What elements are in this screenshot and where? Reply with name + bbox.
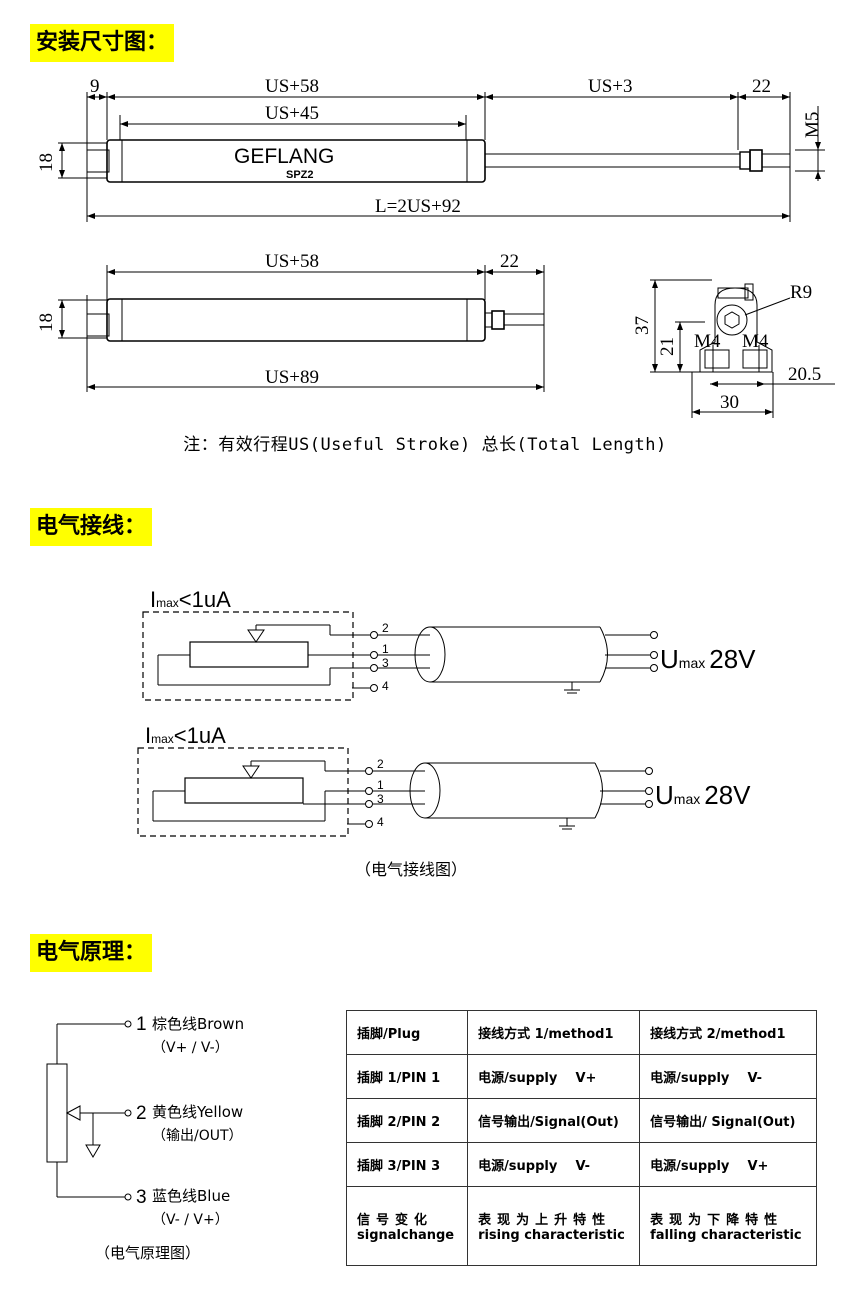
dim-18: 18: [36, 153, 57, 172]
pin-2-label: 2: [382, 621, 389, 635]
principle-pin3-num: 3: [136, 1187, 147, 1208]
rising-en: rising characteristic: [478, 1228, 625, 1243]
pin-3-label: 3: [382, 656, 389, 670]
wiring-caption: （电气接线图）: [355, 860, 468, 879]
section-title-wiring: 电气接线：: [30, 508, 153, 546]
table-cell: 电源/supply V-: [467, 1142, 641, 1187]
table-cell: 插脚/Plug: [345, 1010, 469, 1055]
table-cell: 信号输出/ Signal(Out): [639, 1098, 817, 1143]
table-cell: 插脚 2/PIN 2: [345, 1098, 469, 1143]
table-cell: 表现为下降特性 falling characteristic: [639, 1186, 817, 1266]
dim-21: 21: [657, 337, 678, 356]
table-row: 插脚/Plug 接线方式 1/method1 接线方式 2/method1: [345, 1010, 817, 1055]
table-row: 插脚 2/PIN 2 信号输出/Signal(Out) 信号输出/ Signal…: [345, 1098, 817, 1143]
table-row: 插脚 3/PIN 3 电源/supply V- 电源/supply V+: [345, 1142, 817, 1187]
dim2-18: 18: [36, 313, 57, 332]
section-title-install: 安装尺寸图：: [30, 24, 175, 62]
pin-4-label: 4: [382, 679, 389, 693]
table-cell: 表现为上升特性 rising characteristic: [467, 1186, 641, 1266]
principle-pin2-sub: （输出/OUT）: [152, 1128, 243, 1144]
signal-change-cn: 信号变化: [357, 1213, 434, 1228]
imax-symbol-2: Imax<1uA: [145, 723, 226, 748]
dim-r9: R9: [790, 282, 812, 303]
dim2-us58: US+58: [265, 251, 319, 272]
table-cell: 接线方式 1/method1: [467, 1010, 641, 1055]
dim-us58: US+58: [265, 76, 319, 97]
table-row: 信号变化 signalchange 表现为上升特性 rising charact…: [345, 1186, 817, 1266]
dim-22: 22: [752, 76, 771, 97]
table-cell: 接线方式 2/method1: [639, 1010, 817, 1055]
dim2-22: 22: [500, 251, 519, 272]
dim-9: 9: [90, 76, 100, 97]
signal-change-en: signalchange: [357, 1228, 455, 1243]
dim-m4-right: M4: [742, 331, 769, 352]
pin-1-label-b: 1: [377, 778, 384, 792]
pin-2-label-b: 2: [377, 757, 384, 771]
falling-en: falling characteristic: [650, 1228, 802, 1243]
dim-total: L=2US+92: [375, 196, 461, 217]
imax-symbol: Imax<1uA: [150, 587, 231, 612]
pin-table: 插脚/Plug 接线方式 1/method1 接线方式 2/method1 插脚…: [345, 1010, 817, 1266]
falling-cn: 表现为下降特性: [650, 1213, 784, 1228]
dim-20-5: 20.5: [788, 364, 821, 385]
table-cell: 信号输出/Signal(Out): [467, 1098, 641, 1143]
pin-4-label-b: 4: [377, 815, 384, 829]
principle-diagram: 1 棕色线Brown （V+ / V-） 2 黄色线Yellow （输出/OUT…: [46, 1014, 244, 1228]
dim-us45: US+45: [265, 103, 319, 124]
principle-pin3-label: 蓝色线Blue: [152, 1187, 230, 1205]
table-cell: 电源/supply V-: [639, 1054, 817, 1099]
principle-caption: （电气原理图）: [95, 1244, 201, 1262]
table-cell: 插脚 1/PIN 1: [345, 1054, 469, 1099]
principle-pin1-sub: （V+ / V-）: [152, 1040, 229, 1056]
brand-label: GEFLANG: [234, 145, 334, 168]
dim-m4-left: M4: [694, 331, 721, 352]
section-title-principle: 电气原理：: [30, 934, 153, 972]
principle-pin2-num: 2: [136, 1103, 147, 1124]
table-cell: 信号变化 signalchange: [345, 1186, 469, 1266]
dim-37: 37: [632, 316, 653, 335]
pin-1-label: 1: [382, 642, 389, 656]
table-row: 插脚 1/PIN 1 电源/supply V+ 电源/supply V-: [345, 1054, 817, 1099]
model-label: SPZ2: [286, 169, 314, 181]
drawing-side-view-2: US+58 22 18 US+89: [36, 251, 545, 392]
drawing-side-view: 9 US+58 US+45 US+3 22 M5 18 GEFLANG SPZ2…: [36, 76, 825, 222]
dim-us3: US+3: [588, 76, 633, 97]
dim2-us89: US+89: [265, 367, 319, 388]
principle-pin1-label: 棕色线Brown: [152, 1015, 244, 1033]
dim-30: 30: [720, 392, 739, 413]
table-cell: 电源/supply V+: [639, 1142, 817, 1187]
table-cell: 插脚 3/PIN 3: [345, 1142, 469, 1187]
table-cell: 电源/supply V+: [467, 1054, 641, 1099]
principle-pin3-sub: （V- / V+）: [152, 1212, 229, 1228]
stroke-note: 注：有效行程US(Useful Stroke) 总长(Total Length): [183, 435, 667, 455]
principle-pin2-label: 黄色线Yellow: [152, 1103, 243, 1121]
principle-pin1-num: 1: [136, 1014, 147, 1035]
drawing-end-view: R9 37 21 M4 M4 20.5 30: [632, 279, 835, 418]
dim-m5: M5: [802, 112, 823, 138]
pin-3-label-b: 3: [377, 792, 384, 806]
rising-cn: 表现为上升特性: [478, 1213, 612, 1228]
